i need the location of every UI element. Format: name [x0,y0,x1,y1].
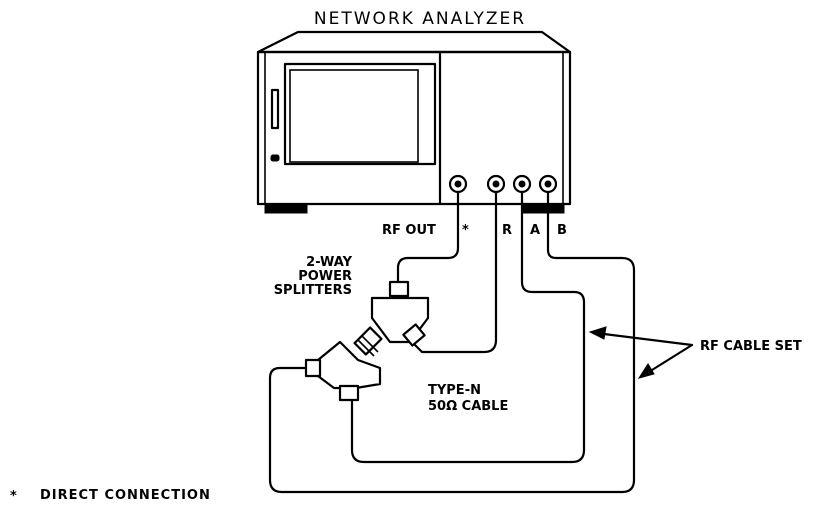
port-label-b: B [557,223,567,238]
power-button [270,154,280,162]
splitter-label-line-2: POWER [298,269,352,284]
analyzer-top-face [256,30,572,54]
a-connector [512,174,532,194]
cable-a [350,190,586,464]
lower-splitter-bottom-port [338,384,360,402]
footnote-marker: * [10,489,18,504]
b-connector [538,174,558,194]
network-analyzer [256,30,572,214]
cable-b [268,190,636,494]
splitter-label-line-3: SPLITTERS [274,283,352,298]
cables [268,190,636,494]
upper-splitter-right-port [402,323,426,347]
lower-power-splitter [304,340,382,402]
port-label-r: R [502,223,512,238]
upper-power-splitter [370,280,430,347]
cable-rf-out [396,190,460,284]
analyzer-screen-frame [283,62,437,166]
cable-label-line-2: 50Ω CABLE [428,399,508,414]
r-connector [486,174,506,194]
splitter-label-line-1: 2-WAY [306,255,352,270]
rf-cable-set-callout: RF CABLE SET [588,326,802,379]
cable-label-line-1: TYPE-N [428,383,481,398]
cable-r [408,190,498,354]
analyzer-foot-left [264,203,308,214]
port-label-rf-out-marker: * [462,223,469,238]
port-label-a: A [530,223,540,238]
port-label-rf-out: RF OUT [382,223,436,238]
analyzer-screen [289,69,419,163]
rf-out-connector [448,174,468,194]
analyzer-foot-right [521,203,565,214]
upper-splitter-input-port [388,280,410,298]
footnote-text: DIRECT CONNECTION [40,488,211,503]
disk-slot [270,88,280,130]
rf-cable-set-label: RF CABLE SET [700,339,802,354]
diagram-title: NETWORK ANALYZER [314,9,526,29]
lower-splitter-left-port [304,358,322,378]
analyzer-front-panel [256,50,572,206]
